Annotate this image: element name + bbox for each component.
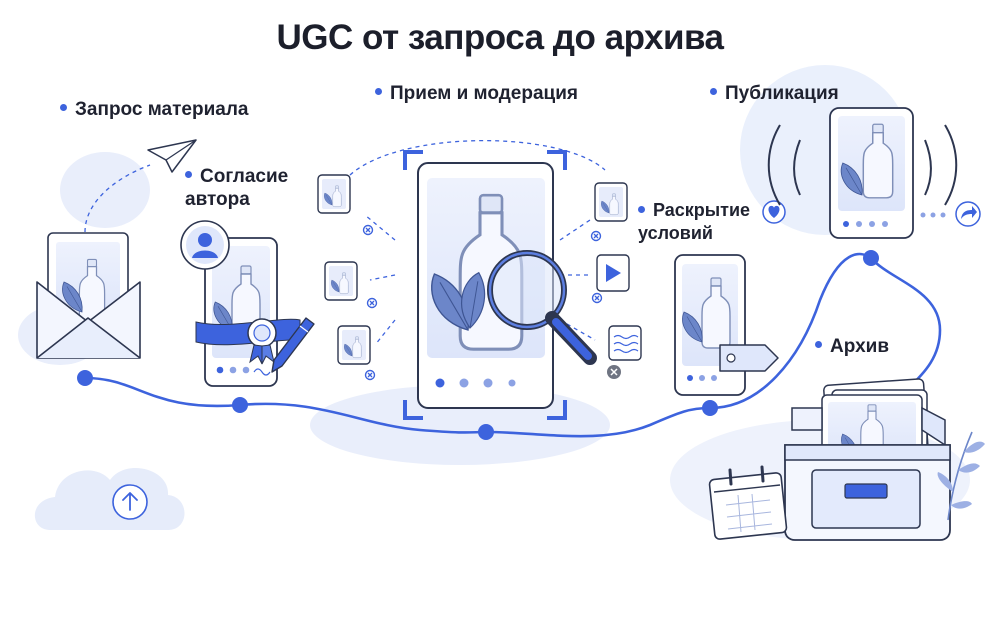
price-tag-icon (719, 344, 779, 372)
close-icon (607, 365, 621, 379)
step-label-disclosure: Раскрытие условий (638, 199, 758, 245)
bullet-dot (638, 205, 645, 213)
avatar-icon (180, 220, 230, 270)
step-label-text: Прием и модерация (390, 83, 578, 104)
bullet-dot (185, 171, 192, 179)
step-label-text: Раскрытие условий (638, 200, 751, 243)
bullet-dot (710, 88, 717, 96)
wave-card (608, 325, 642, 361)
step-label-consent: Согласие автора (185, 165, 305, 211)
bullet-dot (60, 104, 67, 112)
play-icon (596, 254, 630, 292)
upload-arrow-icon (112, 484, 148, 520)
publication-phone (767, 107, 958, 239)
step-label-publication: Публикация (710, 82, 839, 105)
step-label-request: Запрос материала (60, 98, 249, 121)
signature-pen-icon (271, 317, 315, 373)
certificate-ribbon-icon (195, 318, 301, 365)
archive-box-icon (784, 378, 951, 541)
calendar-icon (708, 465, 788, 540)
step-label-text: Архив (830, 336, 890, 357)
bullet-dot (375, 88, 382, 96)
mini-card (325, 262, 357, 300)
mini-card (595, 183, 627, 221)
flow-nodes (77, 250, 879, 440)
step-label-text: Запрос материала (75, 99, 249, 120)
paper-plane-icon (147, 139, 197, 173)
mini-card (338, 326, 370, 364)
envelope-icon (36, 232, 141, 359)
page-title: UGC от запроса до архива (276, 18, 725, 57)
step-label-moderation: Прием и модерация (375, 82, 578, 105)
mini-card (318, 175, 350, 213)
step-label-text: Публикация (725, 83, 839, 104)
bullet-dot (815, 341, 822, 349)
step-label-archive: Архив (815, 335, 889, 358)
step-label-text: Согласие автора (185, 166, 289, 210)
disclosure-phone (674, 254, 746, 396)
magnifier-icon (487, 250, 597, 365)
share-icon (920, 201, 981, 227)
leaf-branch-icon (937, 431, 985, 521)
heart-icon (762, 200, 786, 224)
